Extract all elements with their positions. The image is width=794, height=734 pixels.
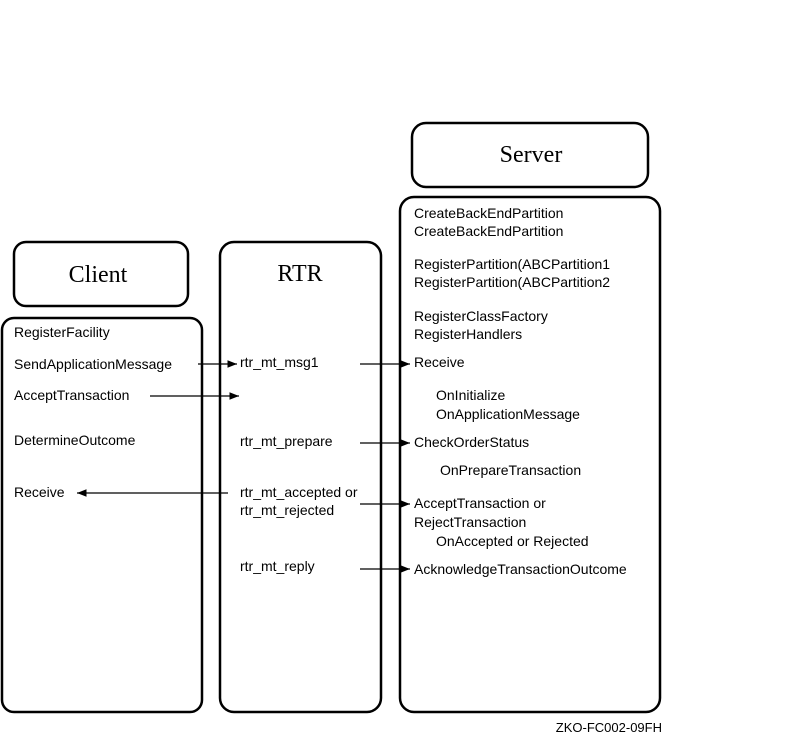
server-line-reject-transaction: RejectTransaction bbox=[414, 514, 526, 530]
server-line-create-partition-2: CreateBackEndPartition bbox=[414, 223, 563, 239]
client-item-determine-outcome: DetermineOutcome bbox=[14, 432, 136, 448]
rtr-msg-msg1: rtr_mt_msg1 bbox=[240, 354, 319, 370]
server-line-receive: Receive bbox=[414, 354, 465, 370]
client-item-accept-transaction: AcceptTransaction bbox=[14, 387, 129, 403]
server-line-register-class-factory: RegisterClassFactory bbox=[414, 308, 548, 324]
rtr-msg-reply: rtr_mt_reply bbox=[240, 558, 315, 574]
server-line-acknowledge-outcome: AcknowledgeTransactionOutcome bbox=[414, 561, 627, 577]
server-line-on-application-message: OnApplicationMessage bbox=[436, 406, 580, 422]
server-line-on-prepare-transaction: OnPrepareTransaction bbox=[440, 462, 581, 478]
client-title: Client bbox=[69, 262, 128, 288]
client-body-box bbox=[0, 316, 204, 714]
client-item-send-application-message: SendApplicationMessage bbox=[14, 356, 172, 372]
server-line-register-partition-2: RegisterPartition(ABCPartition2 bbox=[414, 274, 610, 290]
server-title: Server bbox=[500, 142, 563, 168]
rtr-msg-rejected: rtr_mt_rejected bbox=[240, 502, 334, 518]
client-item-receive: Receive bbox=[14, 484, 65, 500]
client-item-register-facility: RegisterFacility bbox=[14, 324, 110, 340]
server-title-box bbox=[410, 121, 650, 189]
figure-code: ZKO-FC002-09FH bbox=[556, 720, 662, 734]
rtr-msg-prepare: rtr_mt_prepare bbox=[240, 433, 333, 449]
server-line-create-partition-1: CreateBackEndPartition bbox=[414, 205, 563, 221]
server-line-register-handlers: RegisterHandlers bbox=[414, 326, 522, 342]
rtr-box bbox=[218, 240, 383, 714]
server-line-check-order-status: CheckOrderStatus bbox=[414, 434, 529, 450]
rtr-msg-accepted: rtr_mt_accepted or bbox=[240, 484, 358, 500]
server-line-accept-transaction: AcceptTransaction or bbox=[414, 495, 546, 511]
server-line-register-partition-1: RegisterPartition(ABCPartition1 bbox=[414, 256, 610, 272]
server-line-on-accepted-or-rejected: OnAccepted or Rejected bbox=[436, 533, 589, 549]
server-body-box bbox=[398, 195, 662, 714]
rtr-title: RTR bbox=[277, 261, 322, 287]
server-line-on-initialize: OnInitialize bbox=[436, 387, 505, 403]
client-title-box bbox=[12, 240, 190, 308]
